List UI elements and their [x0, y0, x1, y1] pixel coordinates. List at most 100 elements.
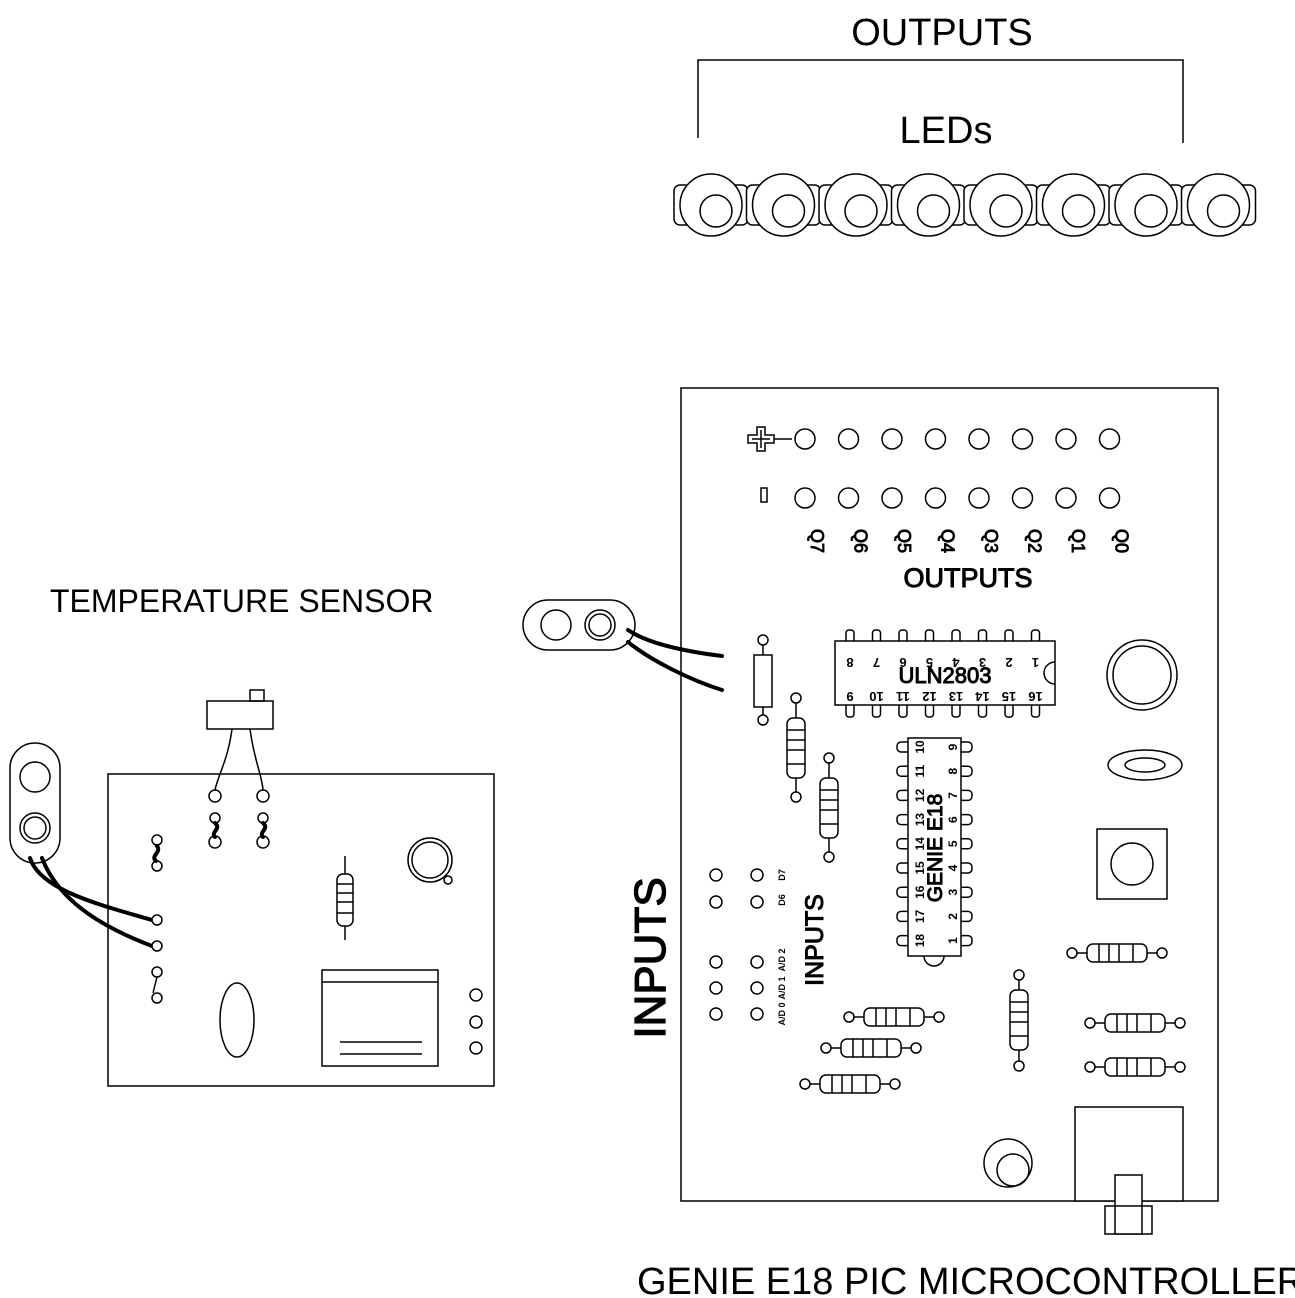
genie-pin-number: 7	[946, 792, 960, 799]
leds-label: LEDs	[900, 110, 993, 152]
resistor	[1084, 1057, 1186, 1077]
outputs-bracket	[697, 59, 1184, 143]
genie-pin-number: 6	[946, 816, 960, 823]
input-hole	[750, 1007, 764, 1021]
genie-pin-number: 10	[913, 740, 927, 754]
resistor-r2	[786, 692, 806, 803]
battery-clip-main	[522, 599, 724, 692]
output-pin-label: Q6	[851, 529, 871, 553]
uln-pin-number: 9	[846, 689, 853, 704]
minus-hole	[1011, 487, 1034, 509]
resistor-r3	[819, 752, 839, 863]
genie-pin-number: 15	[913, 861, 927, 875]
genie-pin-number: 12	[913, 788, 927, 802]
minus-hole	[924, 487, 947, 509]
input-hole	[709, 868, 723, 882]
output-pin-label: Q2	[1025, 529, 1045, 553]
input-hole	[709, 955, 723, 969]
input-hole	[709, 1007, 723, 1021]
uln-pin-number: 13	[949, 689, 963, 704]
led	[1035, 173, 1112, 237]
outputs-title: OUTPUTS	[851, 12, 1033, 54]
board-outputs-label: OUTPUTS	[903, 563, 1032, 593]
minus-hole	[837, 487, 860, 509]
uln-pin-number: 6	[899, 655, 906, 670]
board-title: GENIE E18 PIC MICROCONTROLLER	[637, 1261, 1295, 1298]
buzzer	[1106, 639, 1178, 711]
genie-pin-number: 13	[913, 813, 927, 827]
input-label-ad0: A/D 0	[777, 1002, 787, 1025]
plus-hole	[794, 428, 816, 450]
minus-hole	[1098, 487, 1121, 509]
output-holes	[794, 428, 1121, 509]
minus-hole	[968, 487, 990, 509]
uln-pin-number: 14	[975, 689, 990, 704]
horizontal-resistors	[799, 943, 1186, 1094]
uln-pin-number: 5	[926, 655, 933, 670]
resistor-r1	[753, 634, 773, 726]
uln-pin-number: 12	[922, 689, 936, 704]
input-label-d6: D6	[777, 894, 787, 906]
plus-symbol	[752, 430, 770, 448]
output-pin-label: Q3	[981, 529, 1001, 553]
led	[745, 173, 822, 237]
plus-hole	[1011, 428, 1034, 450]
led	[963, 173, 1039, 237]
uln-pin-number: 11	[896, 689, 910, 704]
programming-socket	[1074, 1106, 1184, 1235]
input-hole	[750, 868, 764, 882]
input-hole	[750, 955, 764, 969]
input-hole	[750, 981, 764, 995]
uln-pin-number: 15	[1002, 689, 1016, 704]
input-hole	[709, 981, 723, 995]
genie-pin-number: 1	[946, 937, 960, 944]
resistor-r4	[1009, 969, 1029, 1072]
minus-symbol	[760, 487, 768, 503]
input-holes	[709, 868, 764, 1021]
genie-pin-number: 3	[946, 889, 960, 896]
crystal	[1107, 749, 1183, 781]
uln-pin-number: 2	[1005, 655, 1012, 670]
uln-pin-number: 4	[952, 655, 960, 670]
genie-pin-number: 14	[913, 837, 927, 851]
plus-hole	[1098, 428, 1121, 450]
genie-pin-number: 5	[946, 840, 960, 847]
uln2803-name: ULN2803	[899, 663, 992, 688]
sensor-board	[9, 689, 495, 1087]
minus-hole	[881, 487, 903, 509]
output-pin-label: Q7	[807, 529, 827, 553]
led	[818, 173, 894, 237]
output-pin-label: Q1	[1068, 529, 1088, 553]
plus-hole	[924, 428, 947, 450]
uln-pin-number: 1	[1032, 655, 1039, 670]
input-hole	[709, 895, 723, 909]
uln-pin-number: 16	[1028, 689, 1042, 704]
uln-pin-number: 3	[979, 655, 986, 670]
plus-hole	[837, 428, 860, 450]
push-switch	[1096, 828, 1168, 900]
genie-pin-number: 4	[946, 864, 960, 871]
input-label-ad1: A/D 1	[777, 976, 787, 999]
genie-pin-number: 11	[913, 765, 927, 778]
output-pin-label: Q4	[938, 529, 958, 553]
plus-hole	[1055, 428, 1077, 450]
output-pin-label: Q0	[1112, 529, 1132, 553]
led-strip	[673, 173, 1257, 237]
genie-pin-number: 2	[946, 913, 960, 920]
resistor	[843, 1007, 945, 1027]
resistor	[1066, 943, 1168, 963]
led	[890, 173, 967, 237]
uln-pin-number: 10	[869, 689, 883, 704]
input-label-ad2: A/D 2	[777, 948, 787, 971]
genie-pin-number: 16	[913, 885, 927, 899]
lower-capacitor	[983, 1138, 1033, 1188]
resistor	[820, 1038, 922, 1058]
genie-pin-number: 9	[946, 743, 960, 750]
resistor	[799, 1074, 901, 1094]
plus-hole	[968, 428, 990, 450]
input-label-d7: D7	[777, 869, 787, 881]
